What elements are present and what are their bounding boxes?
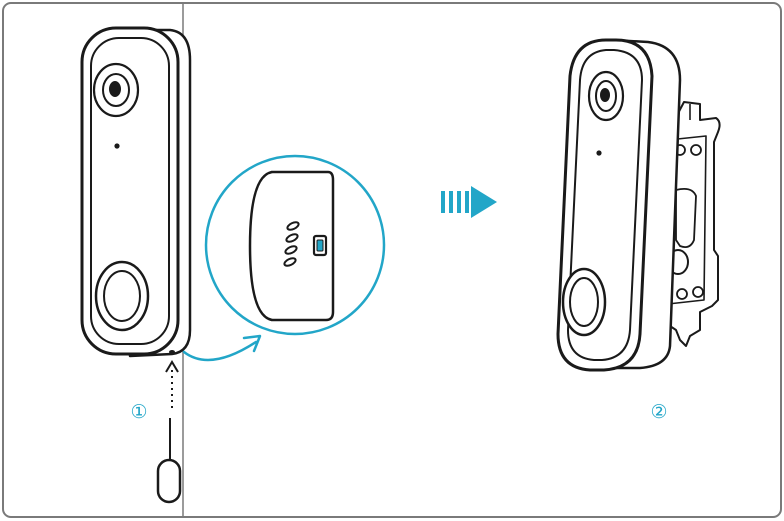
step2-doorbell <box>556 38 682 372</box>
indicator-dot <box>114 143 120 149</box>
camera-lens-icon <box>92 62 140 118</box>
doorbell-button-icon <box>561 267 607 337</box>
insertion-arrow-head <box>165 360 179 373</box>
indicator-dot <box>596 150 602 156</box>
release-hole-icon <box>169 350 175 354</box>
step1-doorbell <box>80 26 192 358</box>
triple-bar-arrow-right-icon <box>441 186 497 218</box>
step1-number: ① <box>130 401 147 423</box>
callout-arrow <box>182 334 262 362</box>
camera-lens-icon <box>587 70 625 122</box>
step2-number: ② <box>650 401 667 423</box>
pin-tool-icon <box>156 418 182 504</box>
speaker-grille <box>283 221 300 267</box>
zoom-callout <box>204 154 386 336</box>
doorbell-button-icon <box>94 260 150 332</box>
